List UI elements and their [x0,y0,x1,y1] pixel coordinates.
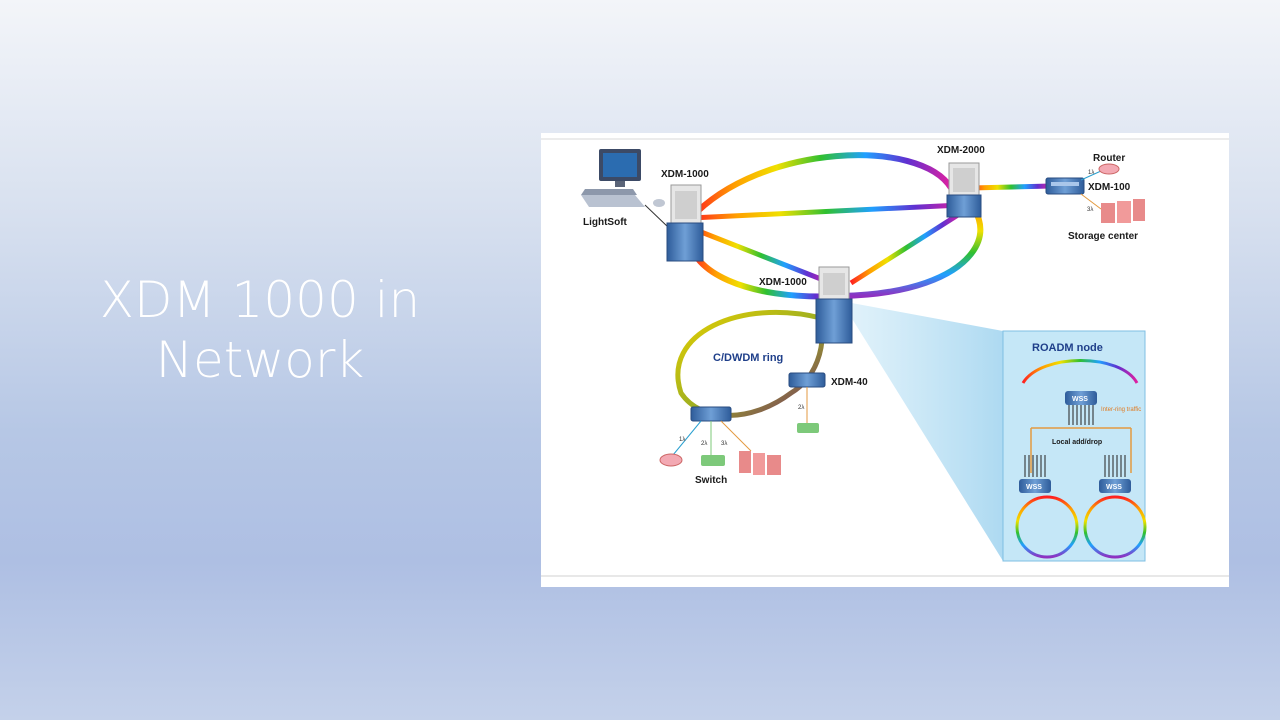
storage-center-icon [1101,199,1145,223]
bottom-storage-icon [739,451,781,475]
xdm1000-center-label: XDM-1000 [759,277,807,288]
svg-text:WSS: WSS [1072,396,1088,403]
xdm40-switch-icon [797,423,819,433]
bottom-adm-device-icon [690,406,732,422]
main-optical-ring [688,152,1052,300]
slide-title-line-1: XDM 1000 in [99,271,421,329]
svg-text:WSS: WSS [1026,484,1042,491]
router-label: Router [1093,153,1125,164]
storage-center-label: Storage center [1068,231,1138,242]
bottom-lambda-2-label: 2λ [701,441,707,447]
xdm1000-center-device-icon [815,266,853,344]
xdm100-device-icon [1045,177,1085,195]
lightsoft-label: LightSoft [583,217,628,228]
roadm-node-panel: ROADM node WSS Inter-ring traffic Local … [1002,330,1147,562]
xdm100-label: XDM-100 [1088,182,1131,193]
roadm-title: ROADM node [1032,342,1103,354]
xdm1000-top-device-icon [666,184,704,262]
xdm40-lambda-label: 2λ [798,405,804,411]
local-add-drop-label: Local add/drop [1052,439,1102,446]
bottom-router-icon [659,453,683,467]
xdm1000-top-label: XDM-1000 [661,169,709,180]
bottom-lambda-1-label: 1λ [679,437,685,443]
bottom-lambda-3-label: 3λ [721,441,727,447]
slide-title-line-2: Network [155,331,365,389]
router-icon [1098,163,1120,175]
roadm-wss-top [1065,391,1097,405]
xdm40-device-icon [788,372,826,388]
xdm2000-device-icon [946,162,982,218]
storage-lambda-label: 3λ [1087,207,1093,213]
roadm-zoom-beam [841,301,1003,561]
router-lambda-label: 1λ [1088,170,1094,176]
network-diagram: LightSoft XDM-1000 XDM-2000 XDM-100 Rout… [541,133,1229,587]
xdm40-label: XDM-40 [831,377,868,388]
roadm-wss-right [1099,479,1131,493]
switch-label: Switch [695,475,727,486]
xdm2000-label: XDM-2000 [937,145,985,156]
roadm-wss-left [1019,479,1051,493]
svg-text:WSS: WSS [1106,484,1122,491]
cdwdm-ring-label: C/DWDM ring [713,352,783,364]
lightsoft-computer-icon [581,149,670,229]
slide-title: XDM 1000 in Network [60,270,460,390]
bottom-switch-icon [701,455,725,466]
inter-ring-label: Inter-ring traffic [1101,407,1141,413]
